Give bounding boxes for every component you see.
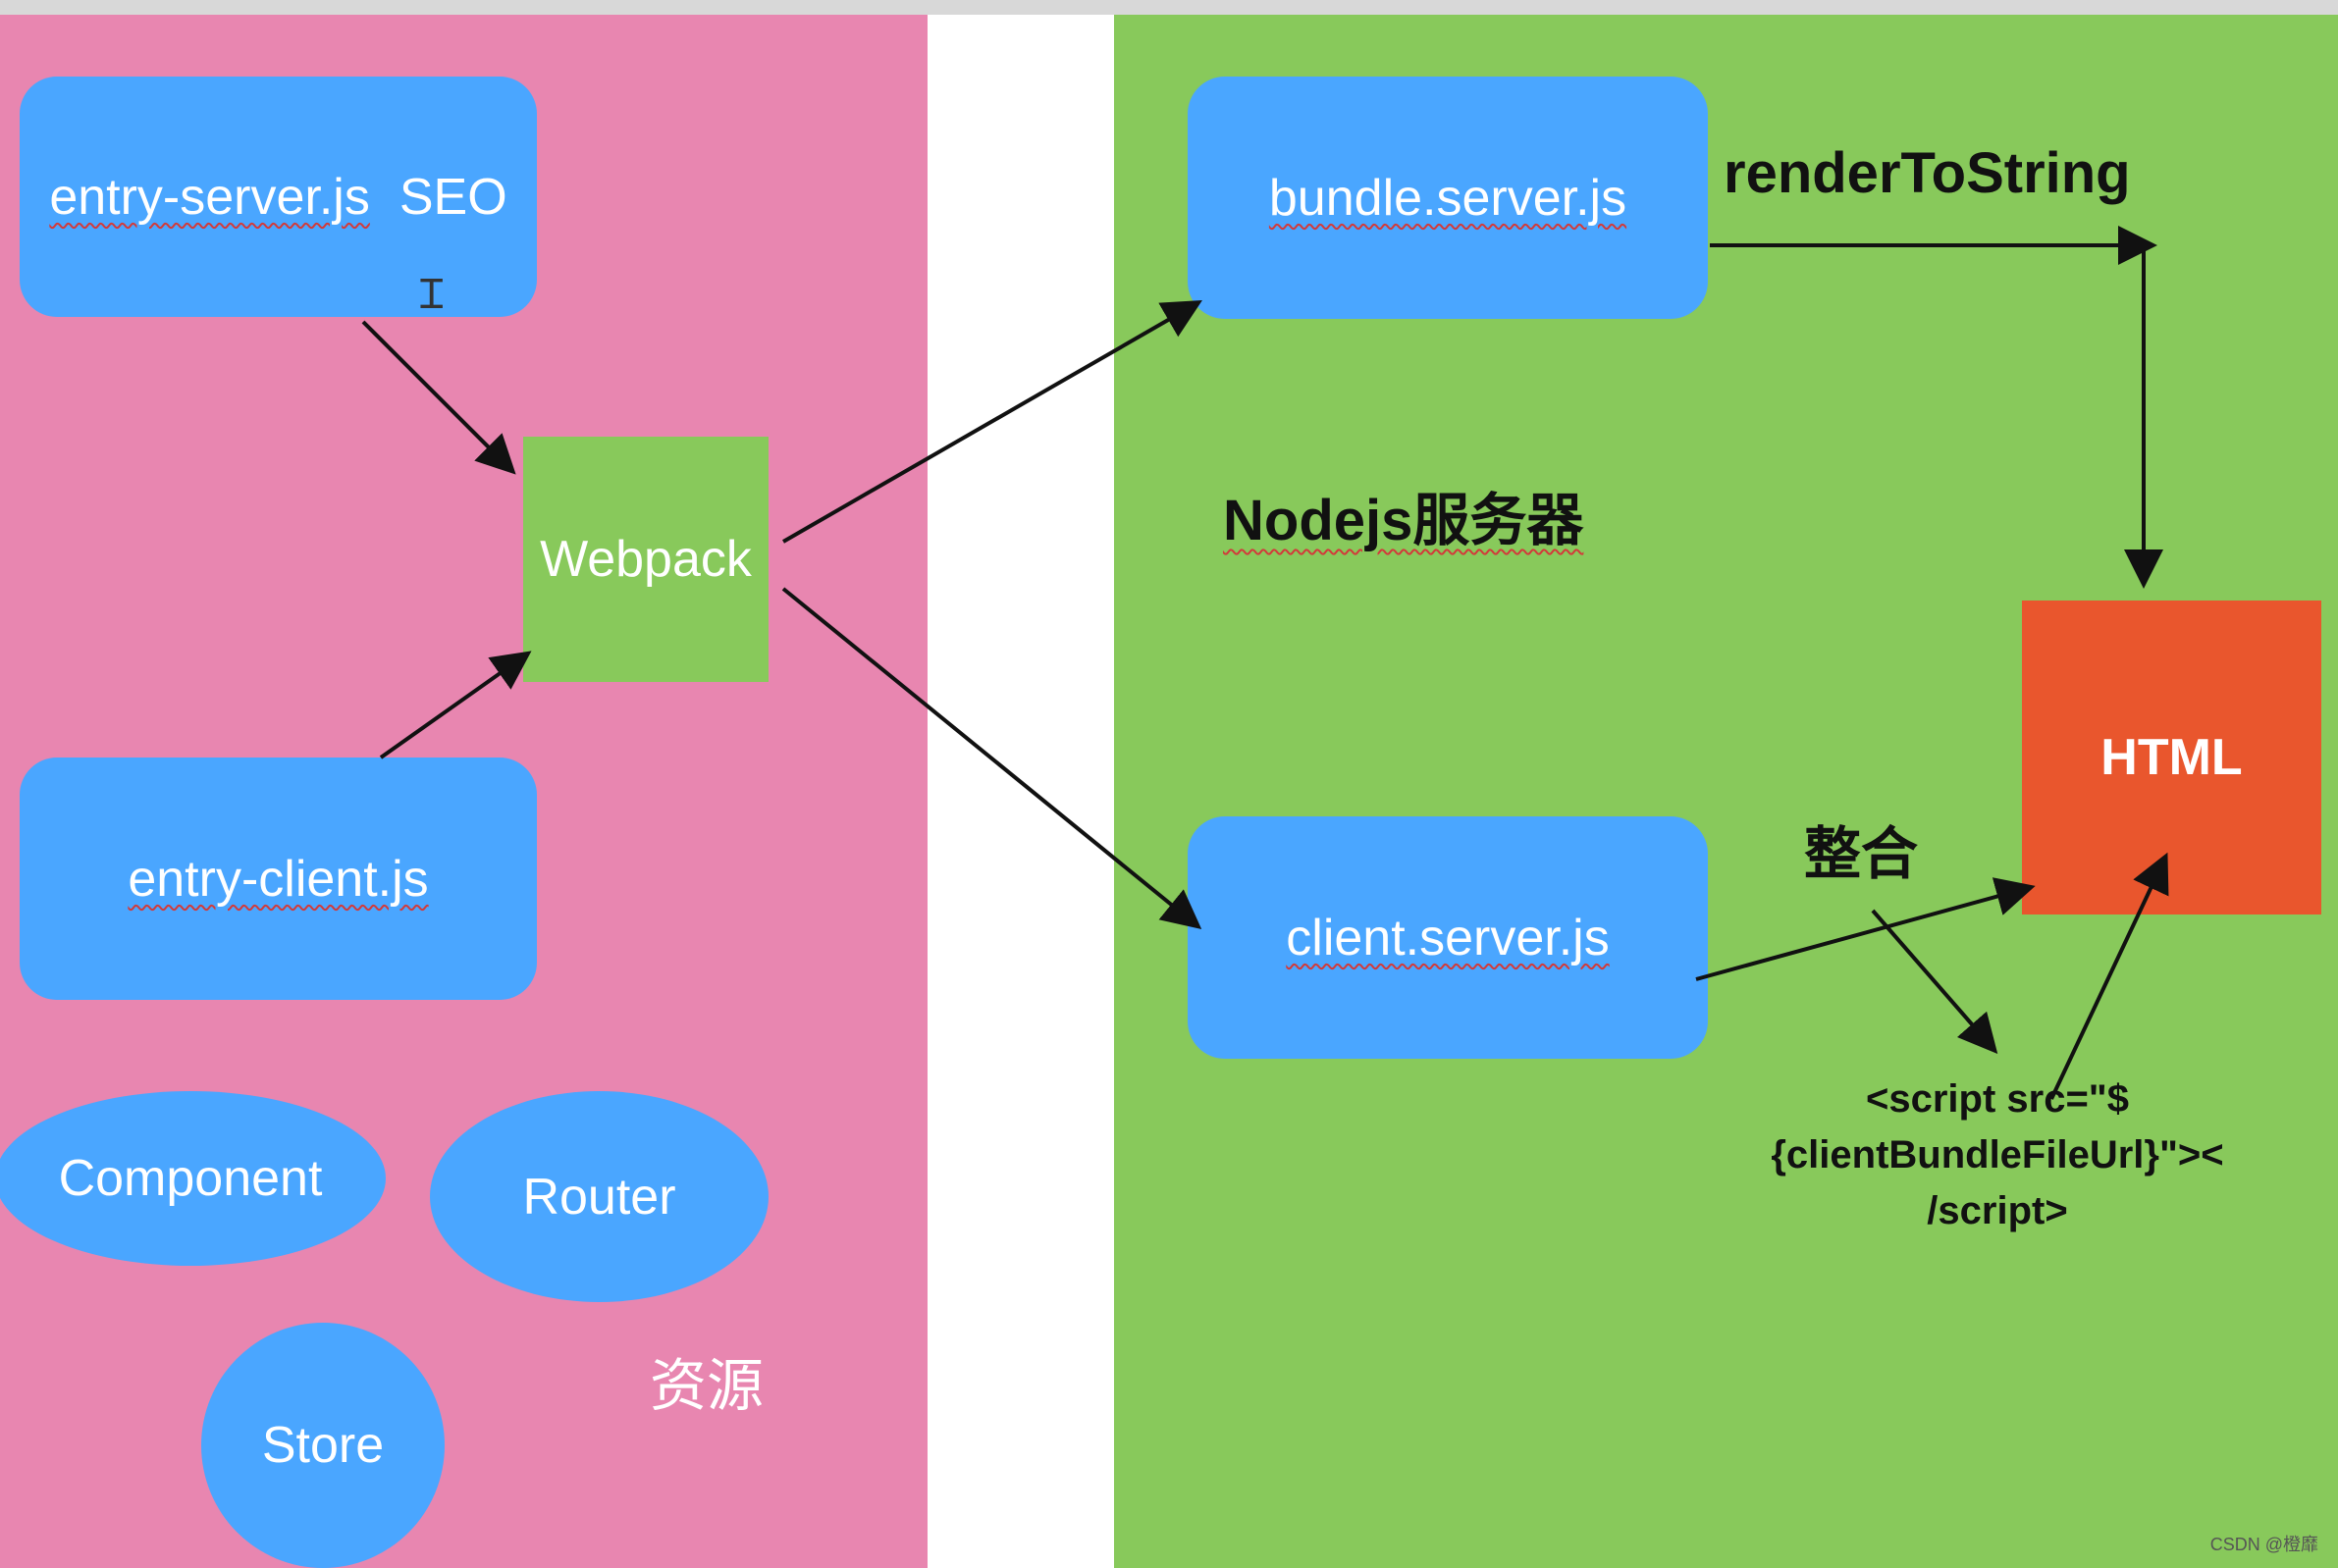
text-cursor-icon: Ɪ (420, 270, 444, 318)
webpack-label: Webpack (540, 531, 752, 588)
webpack-node: Webpack (523, 437, 769, 682)
script-line-1: <script src="$ (1865, 1077, 2130, 1121)
component-label: Component (58, 1150, 323, 1207)
client-server-node: client.server.js (1188, 816, 1708, 1059)
html-node: HTML (2022, 601, 2321, 915)
arrow-merge-to-script (1871, 909, 1998, 1055)
arrow-webpack-to-bundle-server (782, 300, 1202, 544)
component-node: Component (0, 1091, 386, 1266)
entry-server-label: entry-server.js (49, 168, 370, 226)
seo-label: SEO (399, 168, 507, 226)
panel-gap (928, 15, 1114, 1568)
resources-label: 资源 (650, 1354, 765, 1418)
script-line-3: /script> (1927, 1189, 2068, 1232)
arrow-entry-client-to-webpack (379, 651, 532, 759)
nodejs-server-label: Nodejs服务器 (1223, 489, 1584, 552)
script-line-2: {clientBundleFileUrl}">< (1771, 1133, 2224, 1176)
entry-client-node: entry-client.js (20, 758, 537, 1000)
script-tag-snippet: <script src="$ {clientBundleFileUrl}">< … (1718, 1071, 2277, 1239)
arrow-script-to-html (2049, 852, 2169, 1100)
watermark: CSDN @橙靡 (2209, 1535, 2318, 1554)
bundle-server-node: bundle.server.js (1188, 77, 1708, 319)
client-server-label: client.server.js (1286, 909, 1610, 967)
merge-label: 整合 (1804, 822, 1919, 886)
router-node: Router (430, 1091, 769, 1302)
arrow-entry-server-to-webpack (361, 320, 516, 475)
arrow-client-server-to-html (1695, 877, 2036, 981)
store-label: Store (261, 1417, 385, 1474)
store-node: Store (201, 1323, 445, 1568)
router-label: Router (522, 1168, 676, 1226)
html-label: HTML (2100, 729, 2243, 786)
arrow-webpack-to-client-server (781, 587, 1202, 930)
bundle-server-label: bundle.server.js (1268, 169, 1627, 227)
render-to-string-label: renderToString (1724, 141, 2131, 205)
entry-server-node: entry-server.js SEO (20, 77, 537, 317)
entry-client-label: entry-client.js (128, 850, 429, 908)
top-toolbar-strip (0, 0, 2338, 15)
